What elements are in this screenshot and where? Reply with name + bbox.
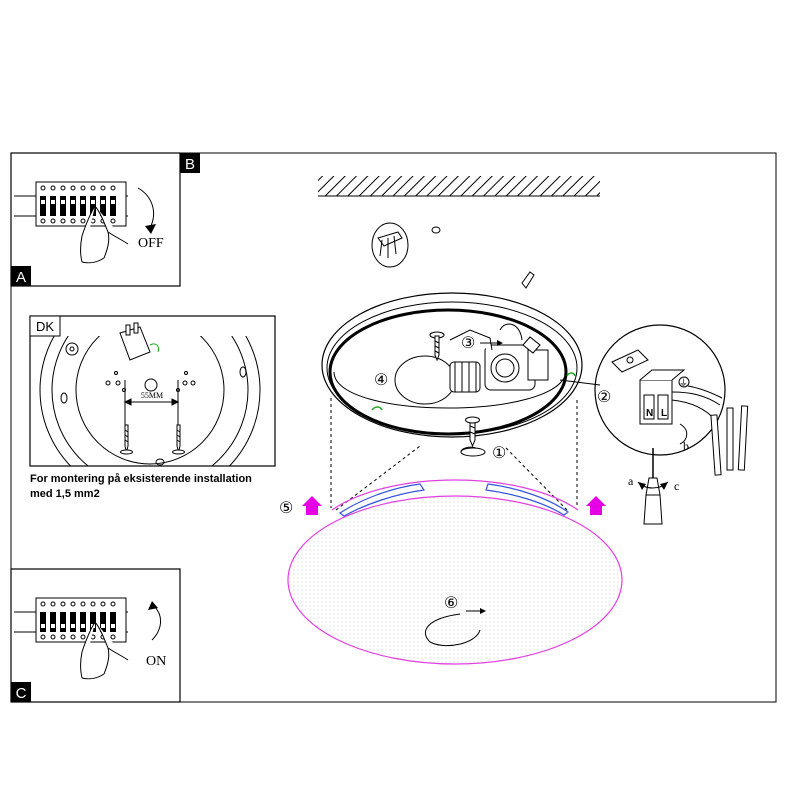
panel-dk-tag: DK (36, 319, 54, 334)
rotate-on-arrow-icon (151, 605, 161, 641)
panel-a-tag: A (16, 269, 26, 286)
screw-icon (172, 424, 185, 455)
panel-c-tag: C (16, 685, 27, 702)
panel-b-tag: B (185, 156, 195, 173)
tool-label-b: b (683, 439, 689, 453)
alignment-guides (330, 398, 578, 511)
ceiling-hatch (318, 176, 600, 196)
dimension-label: 55MM (141, 391, 163, 400)
hand-icon (80, 205, 129, 264)
breaker-block-icon (14, 181, 128, 227)
panel-b-tag-box (180, 153, 200, 173)
socket-icon (449, 323, 549, 391)
terminal-live-label: L (661, 408, 667, 419)
tool-label-a: a (628, 474, 634, 488)
installation-note: For montering på eksisterende installati… (30, 472, 270, 502)
installation-note-line-1: For montering på eksisterende installati… (30, 473, 252, 485)
step-6: ⑥ (444, 595, 458, 612)
panel-c-tag-box (11, 682, 31, 702)
lamp-holder-icon (119, 322, 159, 361)
installation-note-line-2: med 1,5 mm2 (30, 488, 100, 500)
screw-icon (460, 416, 486, 457)
switch-off-label: OFF (138, 236, 164, 251)
step-1: ① (492, 445, 506, 462)
tool-label-c: c (674, 479, 679, 493)
rotate-off-arrow-icon (137, 187, 154, 229)
panel-c-switch-on: C (10, 568, 181, 703)
dimension-55mm (123, 380, 180, 430)
breaker-block-icon (14, 597, 128, 643)
ground-symbol-icon: ⏚ (679, 378, 688, 388)
step-4: ④ (374, 372, 388, 389)
step-2: ② (597, 389, 611, 406)
sheet-border (10, 152, 777, 703)
hand-icon (80, 621, 129, 680)
push-up-arrow-icon (586, 496, 606, 515)
rotate-shade-arrow-icon (424, 613, 481, 646)
push-up-arrow-icon (302, 496, 322, 515)
panel-b-switch-off: B (10, 152, 200, 287)
bulb-icon (394, 355, 481, 405)
screw-icon (120, 424, 133, 455)
screw-icon (429, 331, 445, 362)
terminal-neutral-label: N (646, 408, 653, 419)
wiring-detail (559, 324, 749, 525)
step-3: ③ (461, 335, 475, 352)
panel-a-tag-box (11, 266, 31, 286)
step-5: ⑤ (279, 500, 293, 517)
glass-shade (287, 479, 623, 665)
wall-plug-icon (371, 222, 441, 268)
switch-on-label: ON (146, 654, 166, 669)
panel-dk-mounting: DK (29, 315, 276, 467)
